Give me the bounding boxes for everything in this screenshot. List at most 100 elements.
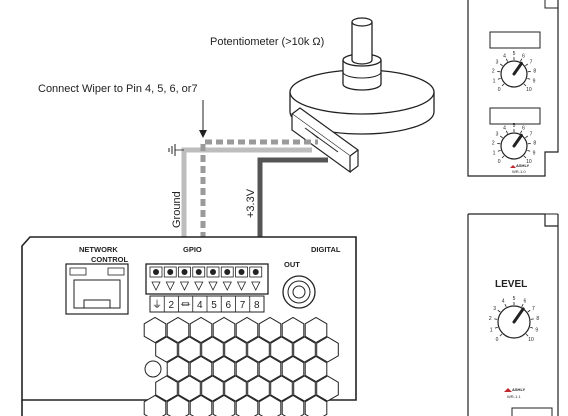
wire-entry (179, 281, 190, 291)
vent-hole (212, 316, 236, 344)
pin-label: 8 (254, 300, 260, 311)
knob-scale-label: 0 (498, 159, 501, 165)
vent-hole (189, 316, 213, 344)
knob-scale-label: 1 (493, 78, 496, 84)
vent-hole (258, 394, 282, 416)
vent-hole (304, 355, 328, 383)
knob-scale-label: 6 (524, 299, 527, 305)
pin-label: 5 (211, 300, 217, 311)
knob-scale-label: 8 (533, 141, 536, 147)
knob-scale-label: 4 (503, 125, 506, 131)
screw-head-icon (210, 269, 216, 275)
vent-hole (235, 316, 259, 344)
brand-bottom: ASHLY (512, 387, 526, 392)
knob-scale-label: 5 (513, 296, 516, 302)
vent-hole (224, 375, 247, 402)
knob-scale-label: 1 (490, 327, 493, 333)
control-label: CONTROL (91, 255, 128, 264)
knob-scale-label: 5 (513, 123, 516, 129)
wire-entry (151, 281, 161, 291)
wires (168, 100, 328, 272)
wire-entry (208, 281, 218, 291)
knob-scale-label: 4 (503, 53, 506, 59)
potentiometer (289, 17, 435, 174)
knob-scale-label: 2 (492, 141, 495, 147)
vent-hole (143, 394, 167, 416)
knob-pointer (512, 133, 523, 148)
knob-scale-label: 5 (513, 51, 516, 57)
vent-hole (166, 355, 190, 383)
screw-head-icon (224, 269, 231, 275)
network-jack (65, 263, 129, 315)
vent-hole (178, 336, 201, 363)
screw-head-icon (195, 269, 202, 275)
digital-out-connector (282, 275, 316, 309)
vent-hole (293, 375, 316, 402)
out-label: OUT (284, 260, 300, 269)
vent-hole (304, 394, 328, 416)
vent-hole (281, 394, 305, 416)
network-label: NETWORK (79, 245, 118, 254)
vent-hole (247, 375, 270, 402)
potentiometer-label: Potentiometer (>10k Ω) (210, 36, 324, 48)
knob-scale-label: 2 (489, 316, 492, 322)
knob-pointer (512, 61, 523, 76)
vent-hole (189, 355, 213, 383)
screw-head-icon (153, 269, 159, 275)
screw-head-icon (252, 269, 259, 275)
vent-hole (212, 394, 236, 416)
knob-scale-label: 9 (535, 327, 538, 333)
ground-symbol-icon (168, 144, 184, 156)
vent-hole (166, 316, 190, 344)
screw-head-icon (181, 269, 188, 275)
vent-hole (247, 336, 270, 363)
vent-hole (143, 316, 167, 344)
vent-hole (212, 355, 236, 383)
knob-scale-label: 7 (530, 132, 533, 138)
vent-hole (316, 336, 339, 363)
knob-scale-label: 10 (528, 337, 534, 343)
vent-hole (316, 375, 339, 402)
knob-scale-label: 10 (526, 159, 532, 165)
vent-hole (155, 375, 178, 402)
knob-scale-label: 6 (522, 53, 525, 59)
knob-scale-label: 8 (533, 69, 536, 75)
knob-scale-label: 8 (536, 316, 539, 322)
screw-head-icon (167, 269, 174, 275)
wire-entry (165, 281, 175, 291)
pin-label: ⏚ (152, 299, 162, 311)
vent-hole (201, 336, 224, 363)
vent-hole (178, 375, 201, 402)
model-top: WR-1.0 (512, 169, 526, 174)
digital-label: DIGITAL (311, 245, 341, 254)
screw-head-icon (238, 269, 245, 275)
level-label: LEVEL (495, 279, 527, 290)
knob-scale-label: 4 (502, 299, 505, 305)
voltage-label: +3.3V (245, 188, 257, 218)
knob-scale-label: 3 (496, 132, 499, 138)
knob-scale-label: 0 (498, 87, 501, 93)
vent-hole (258, 316, 282, 344)
knob-scale-label: 7 (532, 306, 535, 312)
vent-hole (258, 355, 282, 383)
supply-wire (257, 157, 328, 272)
knob-scale-label: 7 (530, 60, 533, 66)
vent-hole (281, 316, 305, 344)
vent-hole (235, 394, 259, 416)
pin-label: 6 (225, 300, 231, 311)
vent-hole (155, 336, 178, 363)
knob-scale-label: 9 (533, 150, 536, 156)
vent-hole (304, 316, 328, 344)
vent-grille (143, 316, 339, 416)
knob-scale-label: 3 (493, 306, 496, 312)
vent-hole (166, 394, 190, 416)
wire-entry (236, 281, 247, 291)
pin-label: 2 (168, 300, 174, 311)
vent-hole (235, 355, 259, 383)
